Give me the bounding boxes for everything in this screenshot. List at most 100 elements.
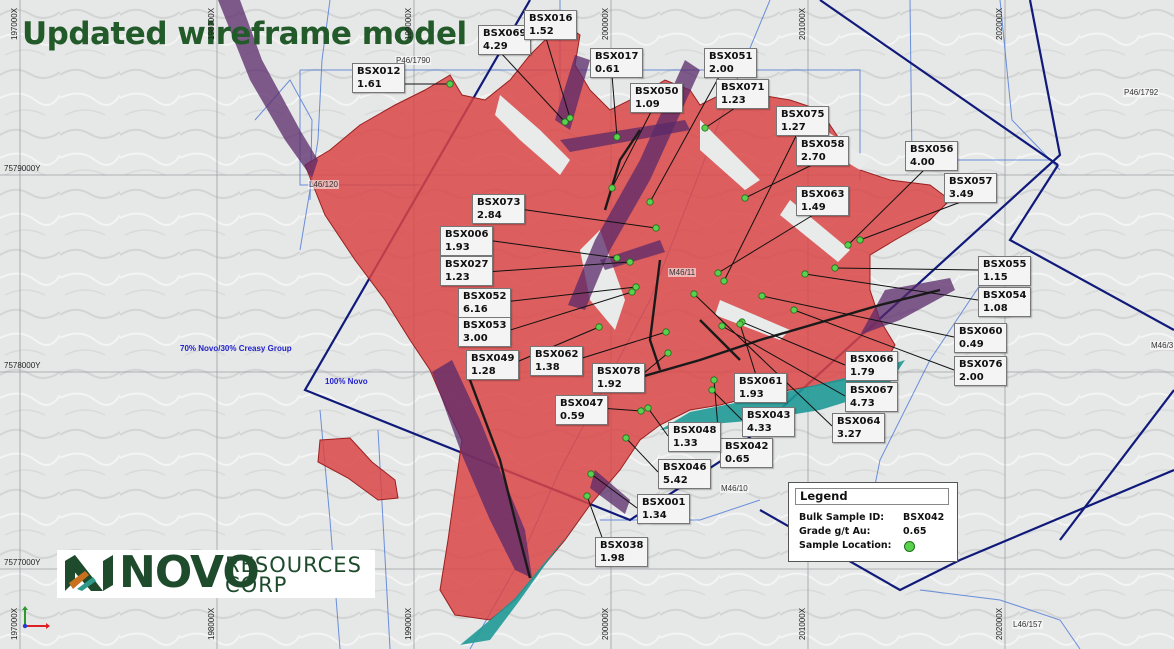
- legend-grade-value: 0.65: [903, 526, 927, 537]
- leader-bsx071: [704, 105, 739, 129]
- leader-bsx017: [611, 74, 618, 138]
- leader-bsx046: [625, 437, 659, 473]
- leader-bsx056: [847, 167, 927, 246]
- sample-point-bsx073: [652, 224, 660, 232]
- sample-point-bsx046: [622, 434, 630, 442]
- grid-x-label: 197000X: [10, 607, 19, 640]
- sample-point-bsx061: [736, 320, 744, 328]
- grid-y-label: 7579000Y: [4, 164, 41, 173]
- sample-point-bsx038: [583, 492, 591, 500]
- tenement-label: L46/157: [1012, 620, 1043, 629]
- leader-bsx001: [590, 473, 638, 509]
- sample-point-bsx016: [566, 114, 574, 122]
- structure-lines: [468, 129, 941, 579]
- leader-bsx063: [717, 211, 819, 274]
- legend-location-label: Sample Location:: [799, 540, 892, 551]
- legend-title: Legend: [795, 488, 949, 505]
- zone-label: 100% Novo: [325, 377, 368, 386]
- leader-bsx062: [575, 331, 667, 361]
- sample-point-bsx027: [626, 258, 634, 266]
- grid-x-label: 201000X: [798, 7, 807, 40]
- sample-point-bsx055: [831, 264, 839, 272]
- grid-x-label: 197000X: [10, 7, 19, 40]
- tenement-label: M46/11: [668, 268, 697, 277]
- leader-bsx048: [647, 407, 669, 437]
- sample-point-bsx054: [801, 270, 809, 278]
- sample-point-bsx001: [587, 470, 595, 478]
- company-logo: NOVO RESOURCES CORP: [57, 547, 375, 598]
- grid-x-label: 198000X: [207, 607, 216, 640]
- zone-label: 70% Novo/30% Creasy Group: [180, 344, 292, 353]
- grid-x-label: 202000X: [995, 7, 1004, 40]
- logo-wordmark: NOVO: [119, 547, 260, 598]
- novo-mark-icon: [65, 555, 113, 591]
- sample-point-bsx049: [595, 323, 603, 331]
- leader-bsx043: [711, 389, 743, 421]
- sample-point-bsx006: [613, 254, 621, 262]
- leader-bsx051: [649, 74, 721, 203]
- leader-bsx067: [721, 325, 846, 397]
- axis-orientation-icon: [22, 606, 50, 629]
- sample-point-bsx067: [718, 322, 726, 330]
- grid-x-label: 200000X: [601, 7, 610, 40]
- leader-bsx073: [511, 207, 657, 229]
- leader-bsx069: [499, 51, 566, 123]
- sample-point-bsx064: [690, 290, 698, 298]
- grid-x-label: 198000X: [207, 7, 216, 40]
- sample-point-bsx075: [720, 277, 728, 285]
- sample-point-bsx056: [844, 241, 852, 249]
- tenement-label: M46/10: [720, 484, 749, 493]
- sample-point-bsx069: [561, 118, 569, 126]
- leader-bsx076: [793, 309, 955, 371]
- leader-bsx049: [511, 326, 600, 365]
- leader-bsx057: [859, 199, 967, 241]
- legend-sample-dot-icon: [904, 541, 915, 552]
- sample-point-bsx063: [714, 269, 722, 277]
- map-title: Updated wireframe model: [22, 16, 467, 52]
- sample-point-bsx048: [644, 404, 652, 412]
- grid-y-label: 7578000Y: [4, 361, 41, 370]
- leader-bsx050: [611, 109, 653, 189]
- leader-bsx027: [485, 261, 631, 273]
- sample-point-bsx053: [628, 288, 636, 296]
- leader-bsx060: [761, 295, 955, 338]
- leader-bsx075: [723, 131, 799, 282]
- leader-bsx066: [741, 321, 846, 366]
- sample-point-bsx012: [446, 80, 454, 88]
- sample-point-bsx060: [758, 292, 766, 300]
- legend-grade-label: Grade g/t Au:: [799, 526, 871, 537]
- grid-x-label: 200000X: [601, 607, 610, 640]
- sample-points: [446, 80, 864, 500]
- tenement-label: P46/1790: [395, 56, 432, 65]
- grid-y-label: 7577000Y: [4, 558, 41, 567]
- sample-point-bsx078: [664, 349, 672, 357]
- grid-x-label: 199000X: [404, 7, 413, 40]
- sample-point-bsx052: [632, 283, 640, 291]
- sample-point-bsx058: [741, 194, 749, 202]
- sample-point-bsx057: [856, 236, 864, 244]
